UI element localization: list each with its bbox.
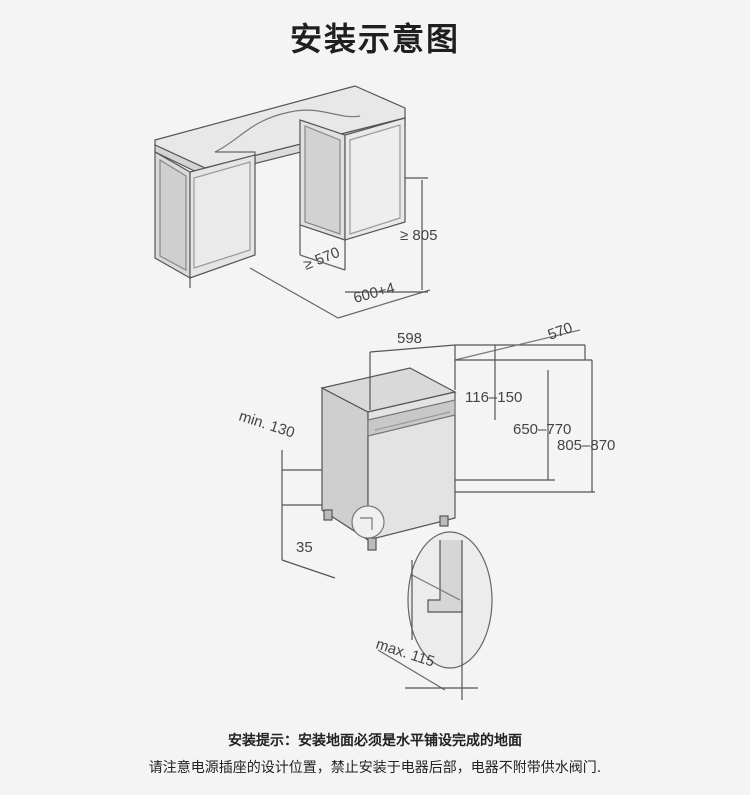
cabinet-height-label: ≥ 805 (400, 227, 437, 244)
cabinet-depth-label: ≥ 570 (301, 244, 342, 274)
cabinet-niche-drawing (154, 85, 431, 319)
installation-instruction: 请注意电源插座的设计位置，禁止安装于电器后部，电器不附带供水阀门. (148, 760, 602, 776)
appliance-depth-label: 570 (546, 319, 575, 344)
offset-label: 116–150 (465, 389, 522, 406)
page-title: 安装示意图 (289, 20, 460, 58)
foot-label: 35 (296, 539, 313, 556)
plinth-min-label: min. 130 (237, 408, 297, 442)
height-2-label: 805–870 (557, 437, 615, 454)
dishwasher-drawing (281, 329, 595, 579)
appliance-width-label: 598 (397, 330, 422, 347)
height-1-label: 650–770 (513, 421, 571, 438)
installation-tip: 安装提示：安装地面必须是水平铺设完成的地面 (228, 733, 522, 749)
detail-zoom-drawing (377, 531, 493, 700)
